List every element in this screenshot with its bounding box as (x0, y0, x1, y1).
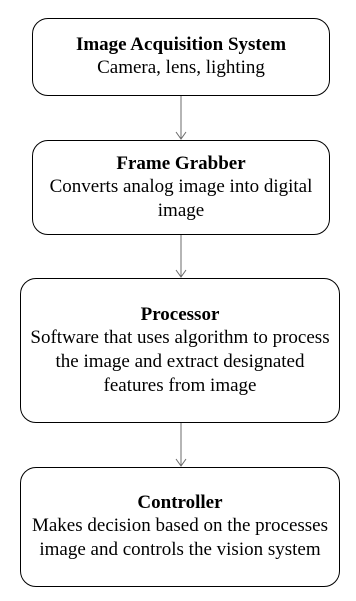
box-description: Camera, lens, lighting (97, 57, 265, 78)
box-description: Converts analog image into digital image (49, 175, 313, 221)
box-title: Frame Grabber (116, 152, 246, 174)
frame-grabber-box: Frame Grabber Converts analog image into… (32, 140, 330, 235)
arrow-processor-to-controller (175, 423, 187, 467)
controller-box: Controller Makes decision based on the p… (20, 467, 340, 587)
box-description: Software that uses algorithm to process … (30, 326, 330, 396)
box-description: Makes decision based on the processes im… (31, 515, 328, 560)
arrow-grabber-to-processor (175, 235, 187, 278)
box-title: Controller (137, 492, 223, 513)
box-title: Processor (140, 303, 220, 325)
arrow-acquisition-to-grabber (175, 96, 187, 140)
image-acquisition-system-box: Image Acquisition System Camera, lens, l… (32, 18, 330, 96)
processor-box: Processor Software that uses algorithm t… (20, 278, 340, 423)
box-title: Image Acquisition System (75, 34, 287, 55)
